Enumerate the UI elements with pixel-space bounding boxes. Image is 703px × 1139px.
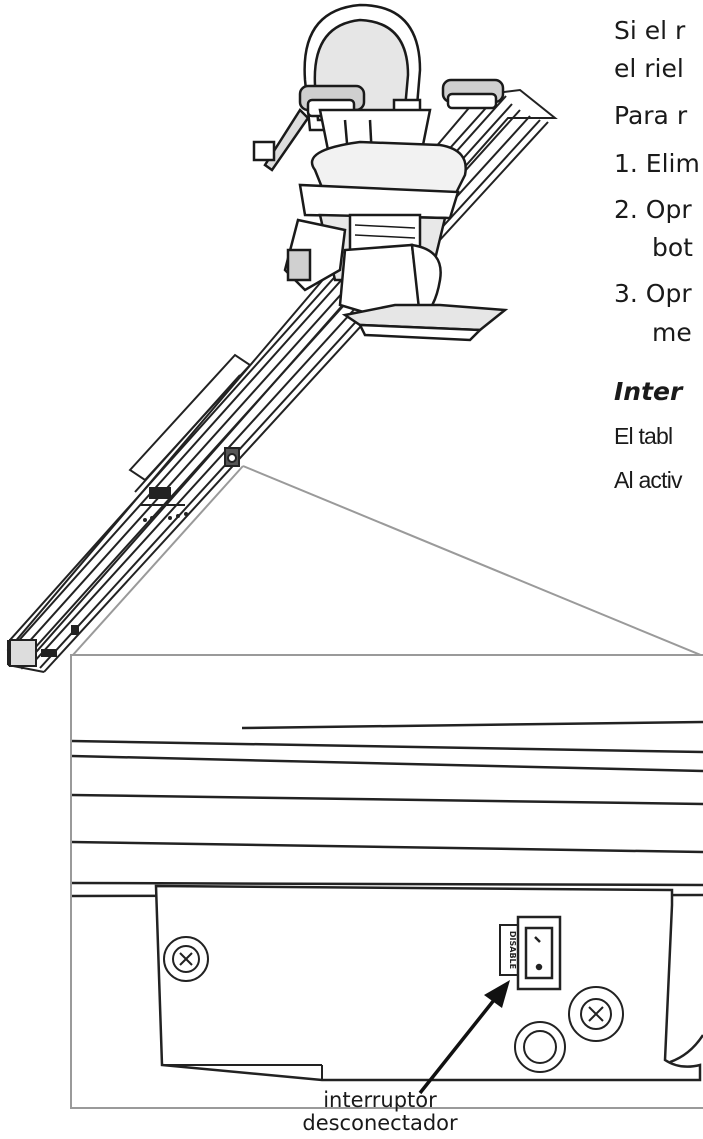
paragraph-line-1: El tabl (614, 423, 673, 449)
disconnect-switch (516, 915, 562, 991)
section-heading: Inter (614, 377, 683, 406)
screw-left (163, 936, 209, 982)
callout-caption-line-1: interruptor (323, 1088, 437, 1112)
paragraph-line-2: Al activ (614, 467, 683, 493)
step-3-line-2: me (652, 318, 692, 347)
round-button (514, 1021, 566, 1073)
text-line-2: el riel (614, 54, 684, 83)
text-line-1: Si el r (614, 16, 686, 45)
callout-caption-line-2: desconectador (302, 1111, 458, 1135)
switch-label: DISABLE (508, 931, 517, 969)
screw-right (568, 986, 624, 1042)
stairlift-chair (252, 3, 509, 342)
zoom-callout-lines (71, 465, 703, 657)
step-1: 1. Elim (614, 149, 700, 178)
stair-rail (6, 88, 558, 673)
rail-carriage (128, 353, 252, 522)
step-3-line-1: 3. Opr (614, 279, 692, 308)
text-line-3: Para r (614, 101, 688, 130)
zoom-detail-panel: DISABLE (70, 654, 703, 1109)
callout-arrow (418, 980, 510, 1095)
step-2-line-2: bot (652, 233, 693, 262)
step-2-line-1: 2. Opr (614, 195, 692, 224)
